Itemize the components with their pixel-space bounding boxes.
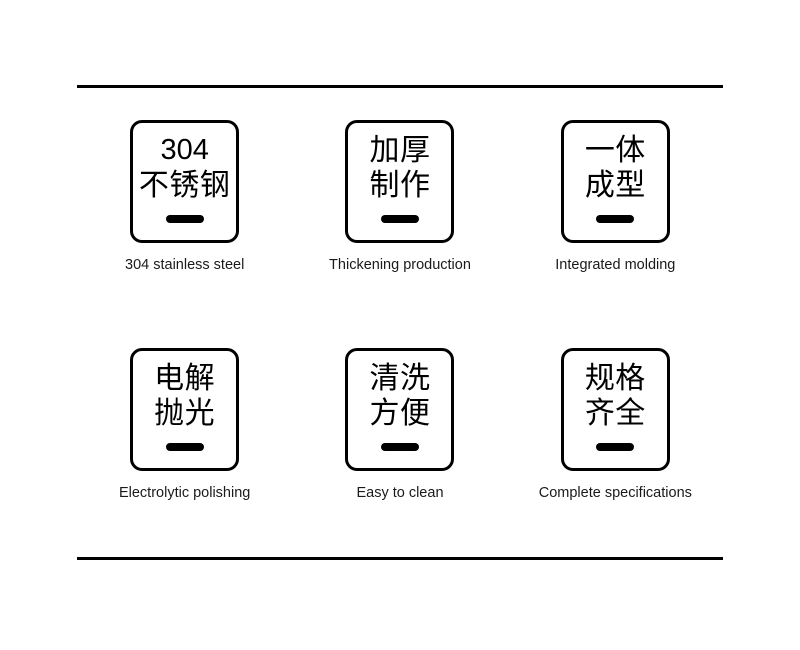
badge-line-2: 抛光 xyxy=(154,397,216,430)
feature-item: 一体 成型 Integrated molding xyxy=(508,120,723,348)
feature-item: 规格 齐全 Complete specifications xyxy=(508,348,723,576)
badge-line-1: 加厚 xyxy=(369,134,431,167)
top-divider xyxy=(77,85,723,88)
badge-line-1: 一体 xyxy=(584,134,646,167)
badge-dash-icon xyxy=(165,443,204,451)
badge-line-1: 清洗 xyxy=(369,362,431,395)
badge-line-1: 304 xyxy=(160,134,209,166)
feature-badge: 304 不锈钢 xyxy=(130,120,240,243)
badge-dash-icon xyxy=(596,443,635,451)
badge-line-2: 成型 xyxy=(584,169,646,202)
feature-caption: Integrated molding xyxy=(555,257,676,273)
badge-line-2: 方便 xyxy=(369,397,431,430)
feature-item: 电解 抛光 Electrolytic polishing xyxy=(77,348,292,576)
badge-dash-icon xyxy=(165,215,204,223)
badge-line-2: 不锈钢 xyxy=(138,169,231,202)
badge-line-2: 齐全 xyxy=(584,397,646,430)
badge-dash-icon xyxy=(380,215,419,223)
feature-grid: 304 不锈钢 304 stainless steel 加厚 制作 Thicke… xyxy=(77,120,723,576)
feature-item: 304 不锈钢 304 stainless steel xyxy=(77,120,292,348)
badge-line-1: 规格 xyxy=(584,362,646,395)
badge-dash-icon xyxy=(596,215,635,223)
feature-caption: Complete specifications xyxy=(538,485,692,501)
feature-item: 加厚 制作 Thickening production xyxy=(292,120,507,348)
feature-item: 清洗 方便 Easy to clean xyxy=(292,348,507,576)
bottom-divider xyxy=(77,557,723,560)
badge-line-2: 制作 xyxy=(369,169,431,202)
badge-dash-icon xyxy=(380,443,419,451)
badge-line-1: 电解 xyxy=(154,362,216,395)
feature-badge: 规格 齐全 xyxy=(560,348,670,471)
feature-badge: 一体 成型 xyxy=(560,120,670,243)
feature-caption: Electrolytic polishing xyxy=(118,485,251,501)
feature-caption: Easy to clean xyxy=(356,485,444,501)
feature-caption: Thickening production xyxy=(329,257,471,273)
feature-caption: 304 stainless steel xyxy=(125,257,245,273)
feature-badge: 电解 抛光 xyxy=(130,348,240,471)
feature-badge: 加厚 制作 xyxy=(345,120,455,243)
feature-badge: 清洗 方便 xyxy=(345,348,455,471)
